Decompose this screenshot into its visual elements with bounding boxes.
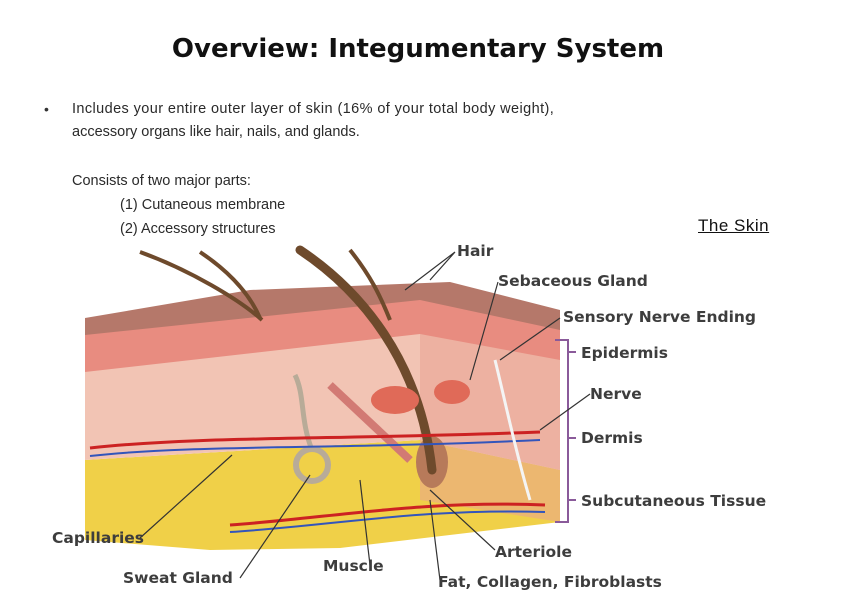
label-sebaceous-gland: Sebaceous Gland [498,272,648,290]
label-sweat-gland: Sweat Gland [123,569,233,587]
sebaceous-gland-lobe [434,380,470,404]
label-capillaries: Capillaries [52,529,144,547]
label-sensory-nerve-ending: Sensory Nerve Ending [563,308,756,326]
label-arteriole: Arteriole [495,543,572,561]
label-epidermis: Epidermis [581,344,668,362]
sebaceous-gland [371,386,419,414]
label-subcutaneous-tissue: Subcutaneous Tissue [581,492,766,510]
label-muscle: Muscle [323,557,384,575]
label-nerve: Nerve [590,385,642,403]
label-hair: Hair [457,242,493,260]
label-dermis: Dermis [581,429,643,447]
label-fat-collagen-fibroblasts: Fat, Collagen, Fibroblasts [438,573,662,591]
